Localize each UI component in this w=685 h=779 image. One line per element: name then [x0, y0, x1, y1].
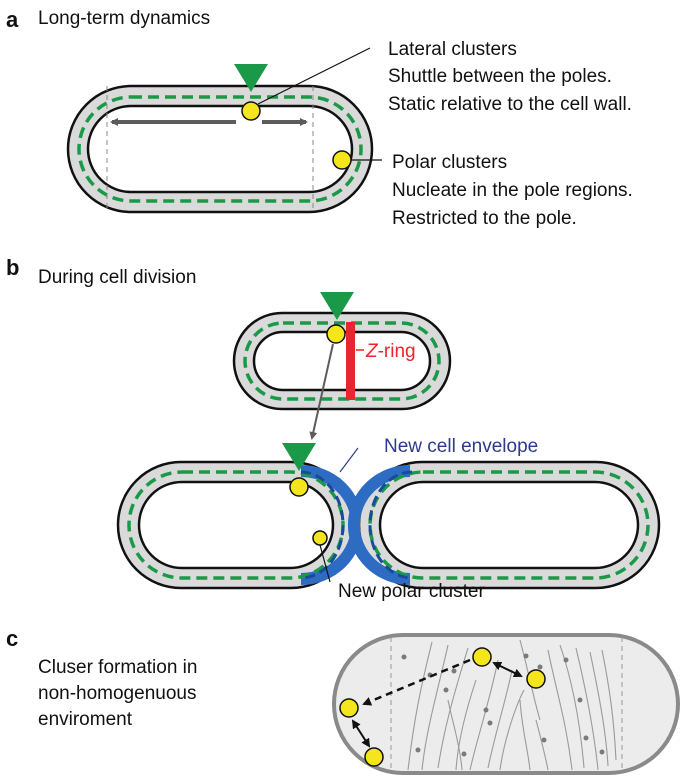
particle-dot [451, 668, 457, 674]
division-arrow [309, 343, 334, 440]
particle-dot [537, 664, 543, 670]
panel-c-title-3: enviroment [38, 709, 133, 730]
fiber-line [559, 644, 585, 769]
polar-cluster-icon [332, 150, 352, 170]
fiber-line [407, 641, 433, 771]
lateral-label: Lateral clusters [388, 39, 517, 60]
cell-c-fibers [407, 639, 617, 771]
fiber-line [519, 699, 531, 771]
particle-dot [577, 697, 583, 703]
new-polar-leader [319, 544, 331, 583]
lateral-desc-2: Static relative to the cell wall. [388, 94, 632, 115]
double-arrow-lower [351, 719, 371, 748]
zring-bar [346, 322, 355, 400]
new-envelope-leader [339, 447, 359, 473]
fiber-line [575, 647, 599, 771]
cell-c [332, 633, 680, 775]
cluster-icon [289, 477, 309, 497]
daughter-cell-left [116, 443, 363, 590]
daughter-right-new-membrane [368, 470, 413, 580]
cell-a-membrane [77, 95, 363, 203]
particle-dot [541, 737, 547, 743]
particle-dot [563, 657, 569, 663]
particle-dot [487, 720, 493, 726]
panel-a-title: Long-term dynamics [38, 8, 210, 29]
panel-a-letter: a [6, 7, 19, 32]
lateral-desc-1: Shuttle between the poles. [388, 66, 612, 87]
polar-label: Polar clusters [392, 152, 507, 173]
lateral-cluster-icon [241, 101, 261, 121]
particle-dot [599, 749, 605, 755]
new-envelope-label: New cell envelope [384, 436, 538, 457]
cluster-icon [526, 669, 546, 689]
particle-dot [523, 653, 529, 659]
daughter-left-new-membrane [300, 470, 345, 580]
panel-b-title: During cell division [38, 267, 196, 288]
particle-dot [483, 707, 489, 713]
panel-b: b During cell division Z-ring [6, 255, 661, 602]
fiber-line [589, 651, 609, 767]
polar-desc-1: Nucleate in the pole regions. [392, 180, 633, 201]
down-triangle-marker-icon [320, 292, 354, 320]
fiber-line [455, 679, 477, 771]
polar-desc-2: Restricted to the pole. [392, 208, 577, 229]
fiber-line [535, 719, 549, 771]
lateral-leader-line [257, 47, 371, 105]
daughter-cell-right [348, 460, 661, 590]
zring-label-rest: -ring [378, 341, 416, 362]
panel-c-letter: c [6, 626, 18, 651]
panel-c: c Cluser formation in non-homogenuous en… [6, 626, 680, 775]
cell-c-particles [401, 653, 605, 757]
zring-label-italic: Z [365, 341, 379, 362]
cell-c-wall [332, 633, 680, 775]
panel-c-title-1: Cluser formation in [38, 657, 197, 678]
dividing-cell-membrane [243, 321, 441, 401]
double-arrow-upper [492, 661, 523, 678]
cell-a [66, 47, 382, 214]
particle-dot [461, 751, 467, 757]
panel-c-title-2: non-homogenuous [38, 683, 196, 704]
particle-dot [401, 654, 407, 660]
panel-b-letter: b [6, 255, 19, 280]
fiber-line [601, 649, 617, 761]
daughter-left-membrane [127, 470, 345, 580]
cluster-icon [364, 747, 384, 767]
particle-dot [415, 747, 421, 753]
cluster-icon [326, 324, 346, 344]
particle-dot [443, 687, 449, 693]
down-triangle-marker-icon [282, 443, 316, 471]
panel-a: a Long-term dynamics Lateral clusters Sh… [6, 7, 633, 229]
fiber-line [499, 689, 525, 771]
fiber-line [487, 669, 513, 769]
fiber-line [547, 649, 573, 771]
daughter-right-membrane [368, 470, 650, 580]
zring-label: Z-ring [365, 341, 416, 362]
fiber-line [421, 644, 449, 771]
cluster-icon [472, 647, 492, 667]
particle-dot [583, 735, 589, 741]
new-polar-cluster-icon [312, 530, 328, 546]
dividing-cell [232, 292, 452, 411]
fiber-line [447, 699, 463, 771]
daughter-left-inner-wall [137, 480, 335, 570]
daughter-right-new-envelope [348, 465, 411, 585]
cluster-icon [339, 698, 359, 718]
daughter-right-inner-wall [378, 480, 640, 570]
down-triangle-marker-icon [234, 64, 268, 92]
cell-a-inner-wall [86, 104, 354, 194]
new-polar-label: New polar cluster [338, 581, 485, 602]
fiber-line [437, 647, 469, 769]
